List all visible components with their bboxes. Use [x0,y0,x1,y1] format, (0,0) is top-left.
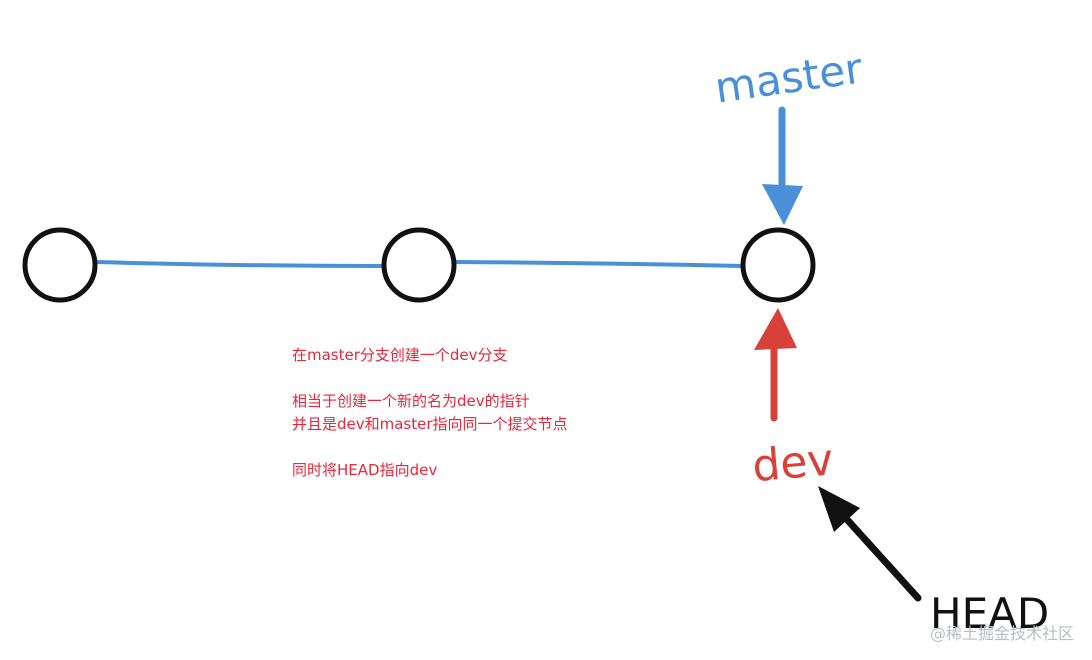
commit-node-2 [381,227,457,303]
commit-node-3 [740,227,816,303]
note-line-3: 并且是dev和master指向同一个提交节点 [292,415,568,433]
commit-link-1-2 [94,260,386,268]
head-label: HEAD [930,589,1049,638]
dev-label: dev [750,434,835,492]
note-line-2: 相当于创建一个新的名为dev的指针 [292,392,530,410]
explanation-notes: 在master分支创建一个dev分支 相当于创建一个新的名为dev的指针 并且是… [292,344,568,482]
watermark-text: @稀土掘金技术社区 [929,624,1074,643]
dev-arrow [754,308,797,422]
note-line-4: 同时将HEAD指向dev [292,461,438,479]
note-line-1: 在master分支创建一个dev分支 [292,346,508,364]
master-label: master [712,43,866,112]
head-arrow [818,486,922,602]
commit-node-1 [22,227,98,303]
master-arrow [762,106,803,225]
commit-link-2-3 [454,260,744,268]
